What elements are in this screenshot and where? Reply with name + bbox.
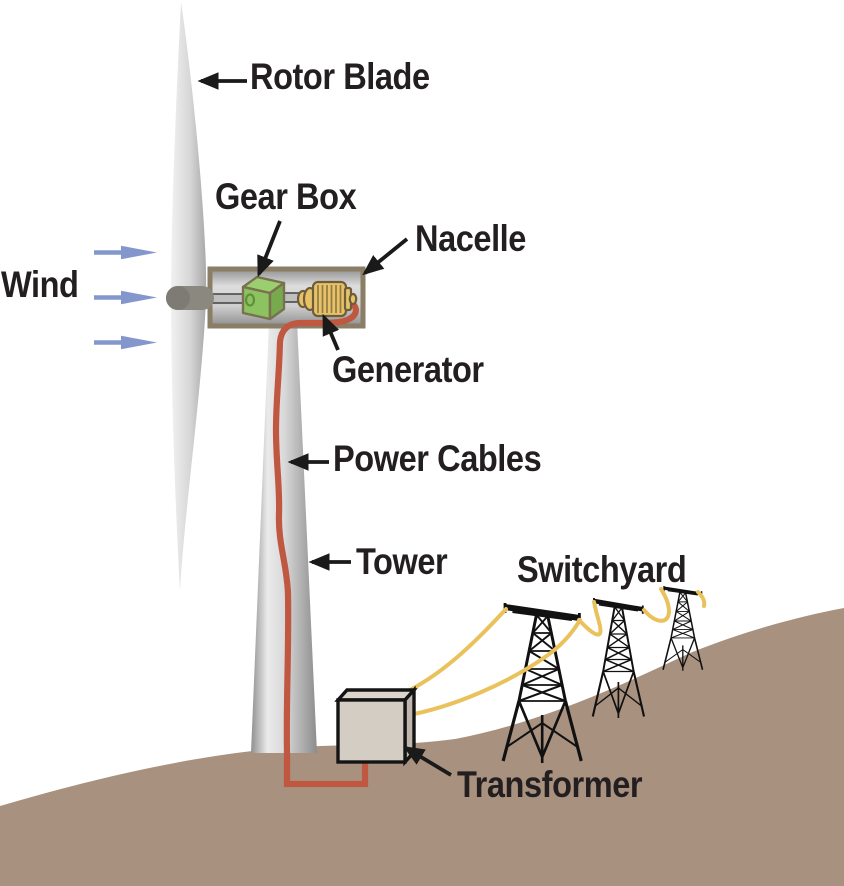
gearbox-shape [241,275,286,321]
arrow-icon-transformer [402,746,452,777]
wind-arrow-icon [94,335,157,350]
label-wind: Wind [1,264,79,305]
label-generator: Generator [332,349,484,390]
rotor-hub [166,286,214,310]
label-tower: Tower [356,541,448,582]
power-cable-red [272,297,369,788]
label-transformer: Transformer [457,764,643,805]
wind-arrow-icon [94,245,157,260]
ground [0,608,844,886]
switchyard-cables [400,587,707,718]
arrow-icon-gear-box [257,220,282,278]
wind-flow-arrows [94,245,157,350]
label-nacelle: Nacelle [415,218,526,259]
label-arrows [197,72,452,777]
wind-arrow-icon [94,290,157,305]
generator-shape [296,280,358,318]
label-switchyard: Switchyard [517,549,687,590]
label-rotor-blade: Rotor Blade [250,56,430,97]
arrow-icon-nacelle [362,237,409,276]
label-gear-box: Gear Box [215,176,357,217]
transformer-box [334,685,418,767]
turbine-tower [251,321,317,753]
label-power-cables: Power Cables [333,438,542,479]
arrow-icon-generator [322,313,340,351]
